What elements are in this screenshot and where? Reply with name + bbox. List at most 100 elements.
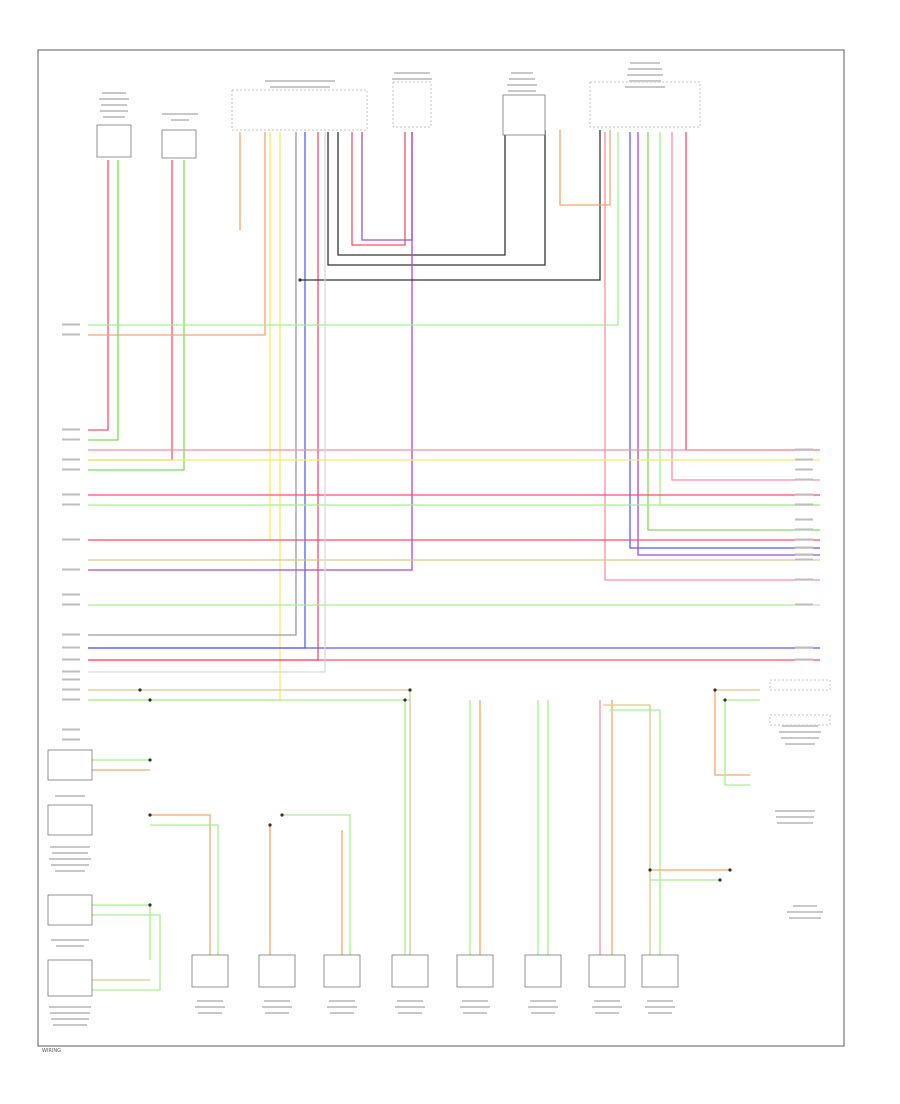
relay-module-box	[502, 94, 546, 136]
wire-code-left-20	[62, 728, 80, 731]
wire-code-right-16	[795, 658, 813, 661]
wire-code-right-10	[795, 546, 813, 549]
right-caption-1	[779, 725, 821, 745]
splice-point-8	[148, 758, 152, 762]
right-caption-2	[775, 810, 815, 824]
wire-code-left-4	[62, 438, 80, 441]
bottom-connector-4-caption	[395, 1000, 425, 1014]
wire-green-b2	[282, 814, 351, 955]
control-module-caption	[162, 113, 198, 121]
wire-yellow-c2	[88, 132, 271, 541]
splice-point-1	[298, 278, 302, 282]
wire-code-left-3	[62, 428, 80, 431]
wire-code-left-13	[62, 633, 80, 636]
left-component-1	[47, 749, 93, 781]
wire-code-left-5	[62, 458, 80, 461]
bottom-connector-3-caption	[327, 1000, 357, 1014]
bottom-connector-7	[588, 954, 626, 988]
bottom-connector-5-caption	[460, 1000, 490, 1014]
wire-code-right-7	[795, 518, 813, 521]
bottom-connector-7-caption	[592, 1000, 622, 1014]
left-component-2	[47, 804, 93, 836]
wire-green-cm	[88, 160, 185, 471]
wire-layer	[88, 130, 820, 991]
wire-violet-right	[637, 132, 820, 556]
wire-pink-r2	[671, 132, 820, 481]
wire-code-right-12	[795, 558, 813, 561]
splice-point-12	[268, 823, 272, 827]
bottom-connector-8-caption	[645, 1000, 675, 1014]
wire-green-b1	[150, 824, 219, 955]
wire-blue-right	[629, 132, 820, 549]
wire-red-left	[88, 160, 109, 431]
wire-tan-b8	[603, 704, 651, 955]
label-layer	[49, 62, 823, 1026]
right-caption-3	[787, 905, 823, 919]
wire-code-right-1	[795, 448, 813, 451]
right-module-box	[589, 81, 701, 128]
wire-code-right-13	[795, 578, 813, 581]
wire-red-right	[685, 132, 820, 451]
bottom-connector-2	[258, 954, 296, 988]
left-component-4	[47, 959, 93, 997]
wire-violet-long	[88, 132, 413, 571]
control-module-box	[161, 129, 197, 159]
wire-code-right-3	[795, 468, 813, 471]
wire-orange-relay	[559, 130, 611, 206]
wire-code-right-9	[795, 538, 813, 541]
splice-point-11	[280, 813, 284, 817]
wire-red-cm	[88, 160, 173, 461]
left-component-1-caption	[55, 795, 85, 797]
wire-white-h6	[88, 132, 326, 673]
wire-green-lc4	[92, 914, 161, 991]
wire-pink-right	[604, 132, 820, 581]
wire-code-right-8	[795, 528, 813, 531]
component-layer	[47, 81, 831, 997]
splice-point-10	[148, 903, 152, 907]
wire-code-left-18	[62, 688, 80, 691]
bottom-connector-8	[641, 954, 679, 988]
wire-green-right	[647, 132, 820, 531]
wire-code-left-15	[62, 658, 80, 661]
wire-black-c7	[327, 130, 546, 266]
bottom-connector-6-caption	[528, 1000, 558, 1014]
wire-code-right-6	[795, 503, 813, 506]
wire-code-right-11	[795, 553, 813, 556]
splice-point-7	[723, 698, 727, 702]
bottom-connector-6	[524, 954, 562, 988]
footer-label: WIRING	[42, 1048, 61, 1054]
diagram-frame	[37, 49, 845, 1047]
wire-orange-right-b	[714, 690, 750, 776]
bottom-connector-2-caption	[262, 1000, 292, 1014]
switch-module-box	[392, 81, 432, 128]
bottom-connector-5	[456, 954, 494, 988]
left-component-4-caption	[49, 1006, 91, 1026]
wire-code-left-7	[62, 493, 80, 496]
wire-lightgreen-top	[88, 132, 619, 326]
right-module-caption	[625, 62, 665, 88]
wire-code-left-14	[62, 646, 80, 649]
left-module-box	[96, 124, 132, 158]
left-module-caption	[99, 92, 129, 118]
right-dashed-2	[769, 714, 831, 726]
bottom-connector-1-caption	[195, 1000, 225, 1014]
splice-point-3	[408, 688, 412, 692]
bottom-connector-1	[191, 954, 229, 988]
wire-green-left	[88, 160, 119, 441]
splice-point-9	[148, 813, 152, 817]
wire-code-left-16	[62, 670, 80, 673]
left-component-3-caption	[51, 939, 89, 947]
wire-black-c8	[337, 130, 506, 256]
wire-red-switch	[351, 132, 406, 246]
wire-code-left-19	[62, 698, 80, 701]
splice-point-5	[148, 698, 152, 702]
wire-green-lc3	[92, 904, 151, 960]
left-component-2-caption	[49, 846, 91, 872]
wire-code-left-9	[62, 538, 80, 541]
wire-orange-b1	[150, 814, 211, 955]
wire-gray-c4	[88, 132, 297, 636]
wire-code-left-12	[62, 603, 80, 606]
wire-code-left-21	[62, 738, 80, 741]
